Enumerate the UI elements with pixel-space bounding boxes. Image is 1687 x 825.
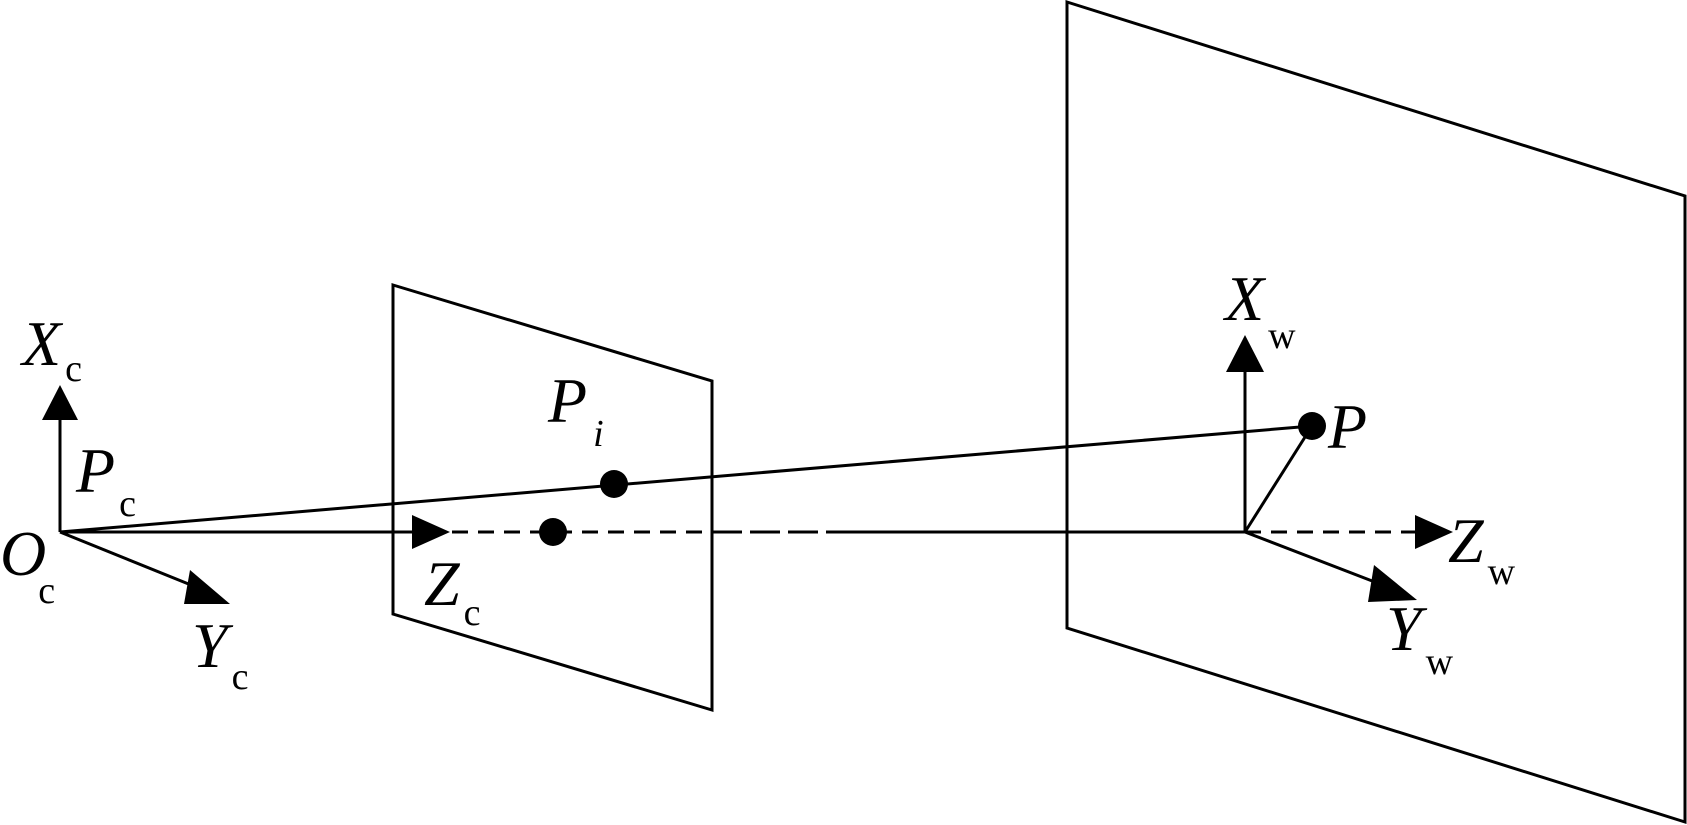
camera-z-axis-arrowhead (412, 515, 450, 549)
image-point-pi (600, 470, 628, 498)
principal-point (539, 518, 567, 546)
world-z-axis-arrowhead (1415, 515, 1453, 549)
label-world-x: Xw (1222, 263, 1296, 357)
image-plane (391, 282, 714, 713)
camera-y-axis-arrowhead (184, 570, 230, 604)
projection-ray (59, 424, 1313, 534)
camera-y-axis-line (59, 530, 197, 589)
world-point-p (1298, 412, 1326, 440)
world-plane (1065, 0, 1687, 825)
world-y-axis-arrowhead (1368, 565, 1417, 602)
camera-x-axis-arrowhead (42, 385, 78, 420)
world-origin-to-point-line (1243, 425, 1314, 533)
label-world-point: P (1327, 391, 1367, 462)
world-y-axis-line (1244, 530, 1381, 586)
world-x-axis-arrowhead (1226, 335, 1264, 372)
